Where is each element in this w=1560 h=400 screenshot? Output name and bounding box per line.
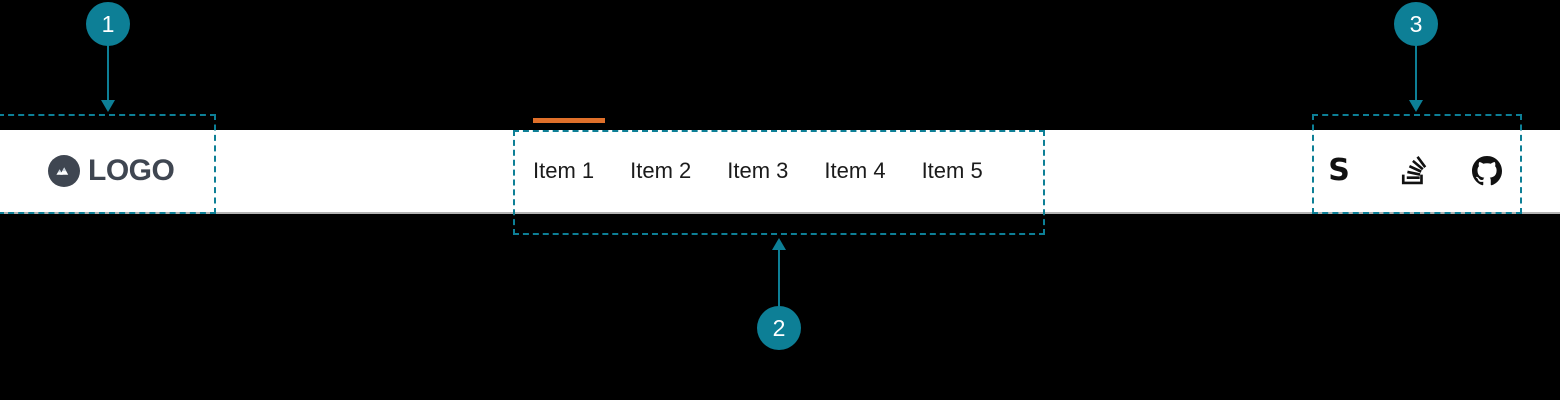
annotation-line-1 bbox=[107, 44, 109, 106]
annotation-badge-3: 3 bbox=[1394, 2, 1438, 46]
stack-overflow-link[interactable] bbox=[1398, 156, 1428, 186]
nav-item-3[interactable]: Item 3 bbox=[727, 158, 789, 183]
brand-logo-link[interactable]: LOGO bbox=[48, 130, 175, 212]
nav-item-2[interactable]: Item 2 bbox=[630, 158, 692, 183]
annotation-badge-2: 2 bbox=[757, 306, 801, 350]
nav-item-4[interactable]: Item 4 bbox=[824, 158, 886, 183]
site-header: LOGO Item 1 Item 2 Item 3 Item 4 Item 5 … bbox=[0, 118, 1560, 214]
nav-item-5[interactable]: Item 5 bbox=[921, 158, 983, 183]
github-link[interactable] bbox=[1472, 156, 1502, 186]
annotation-badge-1: 1 bbox=[86, 2, 130, 46]
social-links: S bbox=[1324, 130, 1502, 212]
mountain-logo-icon bbox=[48, 155, 80, 187]
sessionize-icon: S bbox=[1328, 153, 1350, 188]
primary-nav: Item 1 Item 2 Item 3 Item 4 Item 5 bbox=[533, 118, 983, 212]
annotation-arrow-1 bbox=[101, 100, 115, 112]
sessionize-link[interactable]: S bbox=[1324, 156, 1354, 186]
nav-item-1[interactable]: Item 1 bbox=[533, 118, 612, 182]
annotation-arrow-2 bbox=[772, 238, 786, 250]
github-icon bbox=[1472, 156, 1502, 186]
annotation-line-2 bbox=[778, 248, 780, 310]
brand-name: LOGO bbox=[88, 154, 175, 187]
annotation-arrow-3 bbox=[1409, 100, 1423, 112]
annotation-line-3 bbox=[1415, 44, 1417, 106]
stack-overflow-icon bbox=[1399, 156, 1427, 186]
